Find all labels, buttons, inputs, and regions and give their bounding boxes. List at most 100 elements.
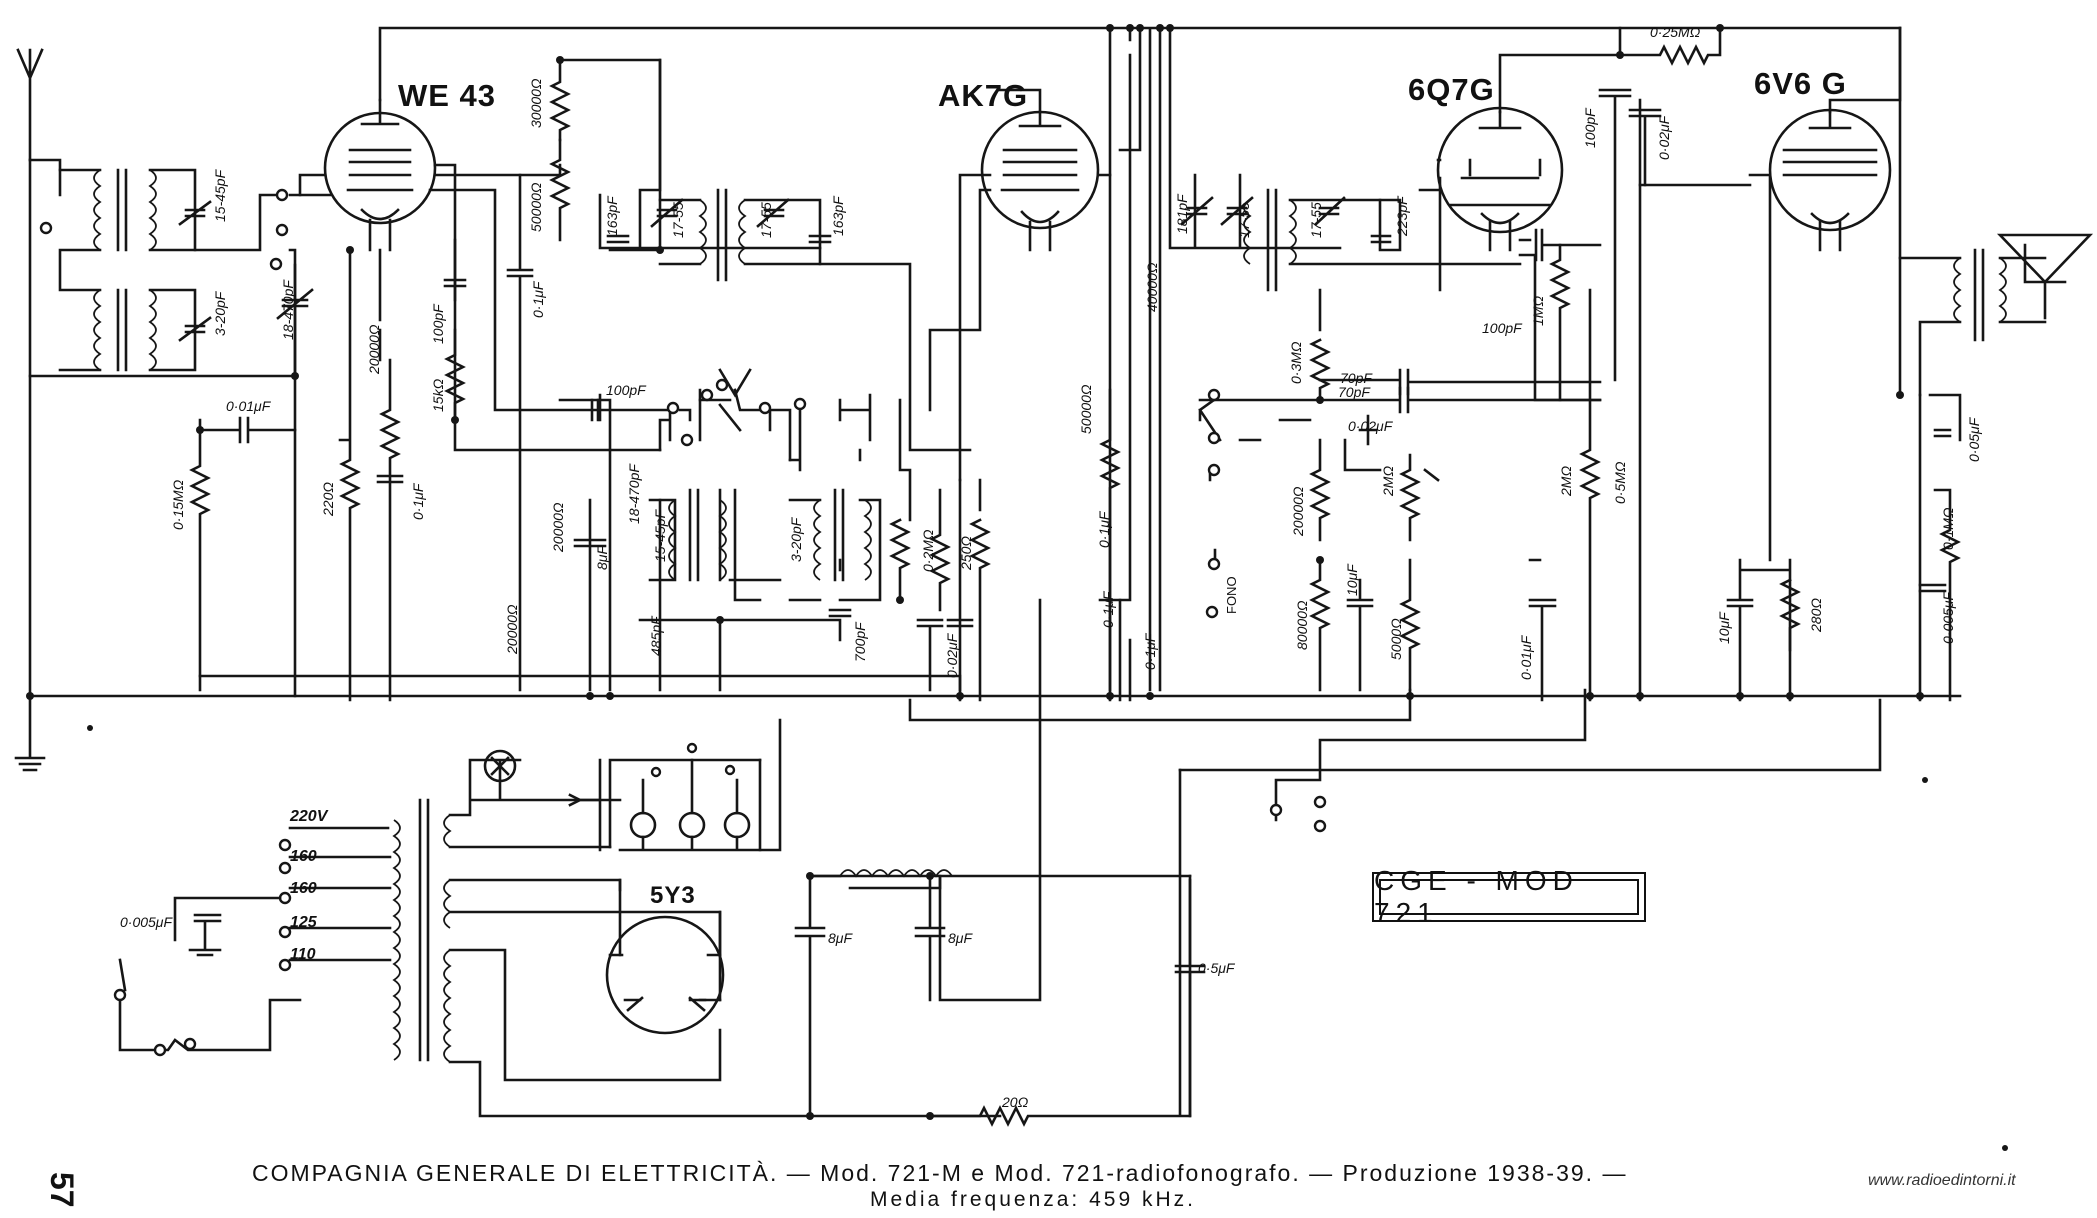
value-label: 0·5μF <box>1198 960 1235 976</box>
value-label: 17-55 <box>1308 202 1324 238</box>
tube-label-ak7g: AK7G <box>938 78 1029 113</box>
resistor-015m <box>189 418 211 692</box>
tube-label-6q7g: 6Q7G <box>1408 72 1495 107</box>
resistor-20000 <box>378 248 401 702</box>
junction-dots <box>26 24 2008 1151</box>
value-label: 20000Ω <box>1290 486 1306 536</box>
mains-taps <box>113 838 302 1057</box>
value-label: 20000Ω <box>504 604 520 654</box>
value-label: 2MΩ <box>1558 465 1574 496</box>
value-label: 0·1MΩ <box>1940 507 1956 550</box>
value-label: 100pF <box>430 304 446 344</box>
value-label: 50000Ω <box>1078 384 1094 434</box>
value-label: 100pF <box>606 382 646 398</box>
value-label: 0·1μF <box>1100 591 1116 628</box>
if-transformer-1 <box>598 58 972 452</box>
value-label: 3-20pF <box>212 291 228 336</box>
mains-tap-label: 110 <box>290 946 316 963</box>
resistor-025m <box>1618 26 1722 66</box>
value-label: 163pF <box>604 196 620 236</box>
tube-6v6g <box>1638 26 1902 702</box>
value-label: 8μF <box>594 545 610 570</box>
watermark: www.radioedintorni.it <box>1868 1172 2016 1189</box>
value-label: 40000Ω <box>1144 262 1160 312</box>
value-label: 223pF <box>1394 196 1410 236</box>
value-label: 485pF <box>648 616 664 656</box>
value-label: 0·1μF <box>530 281 546 318</box>
value-label: 10μF <box>1344 564 1360 596</box>
oscillator-section <box>558 53 1132 702</box>
mains-tap-label: 125 <box>290 914 317 931</box>
detector-network <box>1198 243 1602 702</box>
trimmer-capacitor <box>178 200 212 226</box>
filter-section <box>794 869 1206 1127</box>
value-label: 0·05μF <box>1966 417 1982 462</box>
value-label: 18-470pF <box>280 280 296 340</box>
value-label: 8μF <box>948 930 973 946</box>
value-label: 163pF <box>830 196 846 236</box>
tube-label-6v6g: 6V6 G <box>1754 66 1847 101</box>
caption-title: COMPAGNIA GENERALE DI ELETTRICITÀ. — Mod… <box>252 1160 1628 1186</box>
trimmer-capacitor <box>178 316 212 342</box>
fono-label: FONO <box>1224 576 1239 614</box>
value-label: 8μF <box>828 930 853 946</box>
value-label: 80000Ω <box>1294 600 1310 650</box>
value-label: 17-55 <box>670 202 686 238</box>
value-label: 0·02μF <box>1348 418 1393 434</box>
mains-tap-label: 160 <box>290 880 317 897</box>
antenna-coils <box>28 168 297 378</box>
value-label: 280Ω <box>1808 597 1824 632</box>
value-label: 3-20pF <box>788 517 804 562</box>
if-transformer-2 <box>1168 26 1602 292</box>
value-label: 18-470pF <box>626 464 642 524</box>
value-label: 0·3MΩ <box>1288 341 1304 384</box>
value-label: 220Ω <box>320 481 336 516</box>
value-label: 2MΩ <box>1380 465 1396 496</box>
value-label: 0·005μF <box>1940 591 1956 644</box>
value-label: 700pF <box>852 622 868 662</box>
value-label: 0·1μF <box>410 483 426 520</box>
value-label: 10μF <box>1716 612 1732 644</box>
value-label: 15-45pF <box>212 169 228 222</box>
value-label: 30000Ω <box>528 78 544 128</box>
value-label: 0·1μF <box>1096 511 1112 548</box>
value-label: 0·1μF <box>1142 633 1158 670</box>
pilot-lamp-icon <box>483 749 517 783</box>
value-label: 0·005μF <box>120 914 173 930</box>
value-label: 50000Ω <box>528 182 544 232</box>
value-label: 70pF <box>1340 370 1372 386</box>
mains-tap-label: 160 <box>290 848 317 865</box>
value-label: 20Ω <box>1002 1094 1029 1110</box>
value-label: 100pF <box>1482 320 1522 336</box>
tube-ak7g <box>928 88 1112 482</box>
value-label: 181pF <box>1174 194 1190 234</box>
model-name-box: CGE - MOD 721 <box>1372 865 1646 928</box>
value-label: 1MΩ <box>1530 295 1546 326</box>
page-number: 57 <box>44 1172 80 1208</box>
speaker <box>1898 233 2094 397</box>
value-label: 20000Ω <box>550 502 566 552</box>
tube-label-we43: WE 43 <box>398 78 497 113</box>
value-label: 15kΩ <box>430 378 446 412</box>
value-label: 17-55 <box>1236 202 1252 238</box>
tube-label-5y3: 5Y3 <box>650 882 696 909</box>
value-label: 100pF <box>1582 108 1598 148</box>
value-label: 0·02μF <box>944 633 960 678</box>
value-label: 70pF <box>1338 384 1370 400</box>
value-label: 0·5MΩ <box>1612 461 1628 504</box>
caption-subtitle: Media frequenza: 459 kHz. <box>870 1188 1196 1211</box>
value-label: 17-55 <box>758 202 774 238</box>
value-label: 5000Ω <box>1388 618 1404 660</box>
value-label: 0·01μF <box>1518 635 1534 680</box>
ground-symbol <box>14 694 46 772</box>
value-label: 20000Ω <box>366 324 382 374</box>
value-label: 15-45pF <box>652 509 668 562</box>
value-label: 0·15MΩ <box>170 479 186 530</box>
tube-5y3 <box>605 878 725 1035</box>
resistor-220 <box>338 248 361 702</box>
value-label: 0·01μF <box>226 398 271 414</box>
value-label: 0·02μF <box>1656 115 1672 160</box>
mains-tap-label: 220V <box>290 808 328 825</box>
value-label: 0·25MΩ <box>1650 24 1701 40</box>
